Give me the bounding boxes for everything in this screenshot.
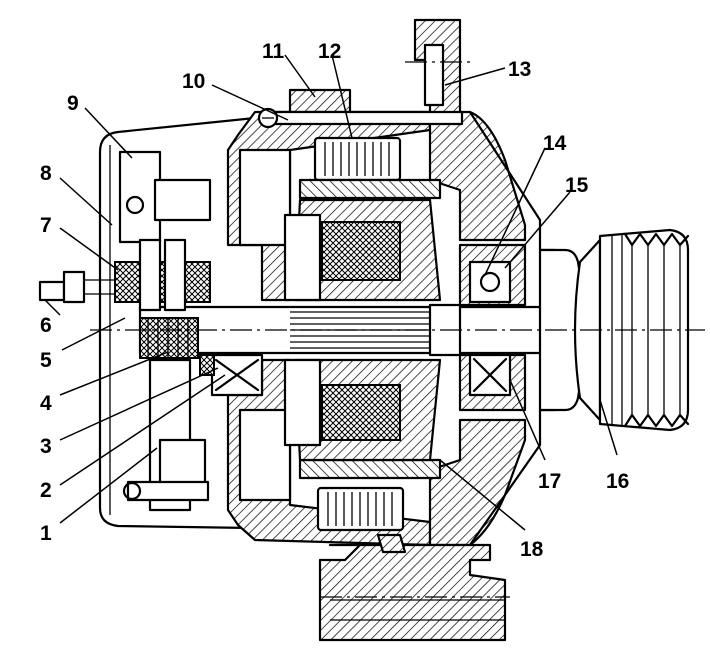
callout-11: 11 <box>262 40 285 63</box>
field-winding-top <box>321 221 401 281</box>
callout-7: 7 <box>40 214 52 237</box>
callout-4: 4 <box>40 392 52 415</box>
rectifier-plate <box>122 358 210 512</box>
callout-1: 1 <box>40 522 52 545</box>
callout-16: 16 <box>606 470 629 493</box>
field-winding-bottom <box>321 384 401 441</box>
stator-winding-bottom <box>316 486 405 532</box>
slip-rings <box>139 317 199 359</box>
callout-5: 5 <box>40 349 52 372</box>
mounting-foot-bottom <box>318 533 507 642</box>
brush-holder <box>114 150 212 312</box>
callout-14: 14 <box>543 132 567 155</box>
callout-15: 15 <box>565 174 589 197</box>
callout-9: 9 <box>67 92 79 115</box>
leader-lines <box>44 54 618 531</box>
stator-core-top <box>298 178 442 200</box>
callout-13: 13 <box>508 58 531 81</box>
through-bolt <box>257 107 464 129</box>
terminal-bolt <box>38 270 115 304</box>
callout-3: 3 <box>40 435 52 458</box>
rear-bearing <box>199 353 264 397</box>
callout-18: 18 <box>520 538 544 561</box>
callout-8: 8 <box>40 162 52 185</box>
callout-labels: 1 2 3 4 5 6 7 8 9 10 11 12 13 14 15 16 1… <box>40 40 629 561</box>
callout-10: 10 <box>182 70 205 93</box>
stator-winding-top <box>313 136 402 182</box>
rear-housing <box>226 110 432 547</box>
callout-17: 17 <box>538 470 561 493</box>
front-housing <box>428 110 557 547</box>
tension-bracket <box>413 18 462 117</box>
stator-core-bottom <box>298 458 442 480</box>
callout-2: 2 <box>40 479 52 502</box>
callout-6: 6 <box>40 314 52 337</box>
callout-12: 12 <box>318 40 341 63</box>
front-bearing <box>458 243 527 412</box>
